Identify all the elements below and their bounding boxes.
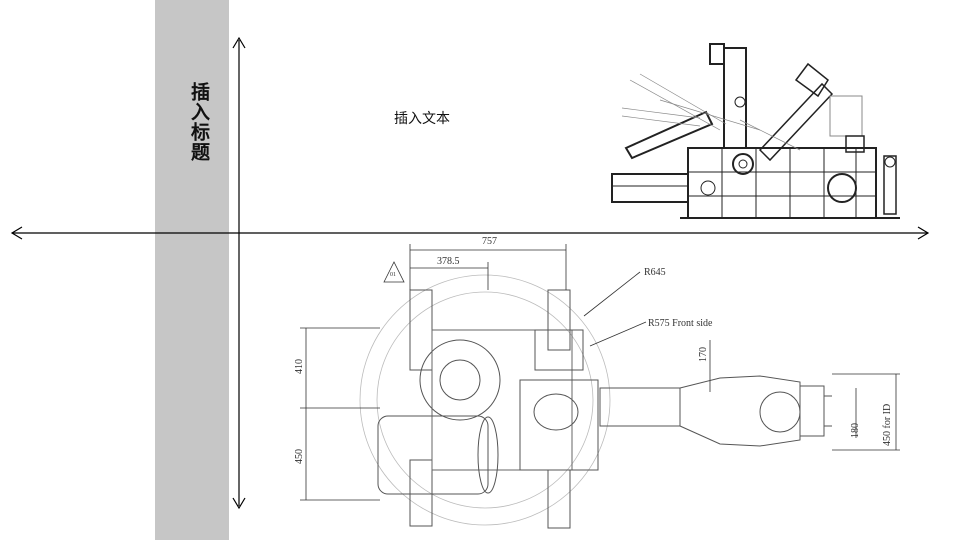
motor-cylinder — [377, 415, 489, 495]
label-r645: R645 — [644, 267, 666, 278]
horizontal-axis-arrow-right — [917, 226, 930, 240]
dim-170: 170 — [698, 347, 709, 362]
right-arm — [758, 82, 834, 162]
upright-column — [723, 47, 747, 149]
vertical-axis-arrow-top — [232, 36, 246, 49]
reach-circle-r575 — [376, 291, 594, 509]
dim-450-left: 450 — [294, 449, 305, 464]
dim-378-5: 378.5 — [437, 256, 460, 267]
reach-circle-r645 — [359, 274, 611, 526]
slide-title: 插入标题 — [188, 82, 210, 162]
label-r575: R575 Front side — [648, 318, 713, 329]
vertical-axis-arrow-bottom — [232, 497, 246, 510]
dim-757: 757 — [482, 236, 497, 247]
inclined-arm — [624, 110, 714, 160]
horizontal-axis-arrow-left — [10, 226, 23, 240]
dim-410: 410 — [294, 359, 305, 374]
sidebar-band — [155, 0, 229, 540]
triangle-label: 01 — [390, 272, 396, 278]
front-extension — [611, 173, 689, 203]
dim-450-for-id: 450 for ID — [882, 404, 893, 446]
body-text: 插入文本 — [394, 111, 450, 127]
dim-180: 180 — [850, 423, 861, 438]
horizontal-arm — [599, 387, 681, 427]
gear-disc — [419, 339, 501, 421]
